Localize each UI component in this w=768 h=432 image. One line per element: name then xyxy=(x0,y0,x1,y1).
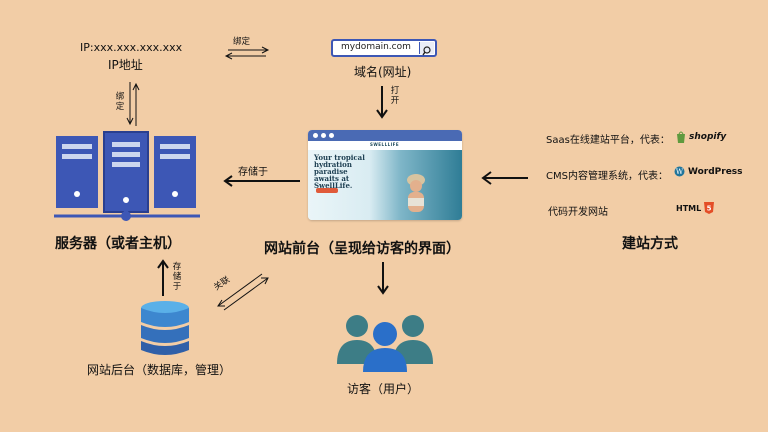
open-label: 打开 xyxy=(390,86,400,106)
html-wordmark: HTML xyxy=(676,203,702,213)
svg-text:5: 5 xyxy=(707,205,712,213)
relate-double-arrow xyxy=(217,273,269,311)
visitor-label: 访客（用户） xyxy=(347,382,420,396)
bind-double-arrow xyxy=(224,46,270,60)
method-code-text: 代码开发网站 xyxy=(548,207,608,218)
database-icon xyxy=(141,301,189,355)
shopify-bag-icon xyxy=(677,131,685,143)
domain-value: mydomain.com xyxy=(341,42,411,52)
store-left-label: 存储于 xyxy=(238,167,268,178)
svg-text:W: W xyxy=(676,168,684,176)
ip-address: IP:xxx.xxx.xxx.xxx xyxy=(80,41,183,54)
bind-vertical-arrow xyxy=(126,82,140,126)
visitor-group-icon xyxy=(337,315,433,372)
server-label: 服务器（或者主机） xyxy=(55,236,181,252)
method-saas-text: Saas在线建站平台，代表： xyxy=(546,135,670,146)
site-person-image xyxy=(407,174,425,212)
wordpress-w-icon: W xyxy=(674,166,685,177)
site-brand: SWELLLIFE xyxy=(370,142,400,147)
website-mockup: SWELLLIFE Your tropical hydration paradi… xyxy=(308,130,462,220)
store-bottom-label: 存储于 xyxy=(172,262,182,292)
wordpress-logo: W WordPress xyxy=(674,166,743,177)
methods-label: 建站方式 xyxy=(622,236,678,252)
shopify-logo: shopify xyxy=(676,131,726,143)
html5-logo: HTML 5 xyxy=(676,202,715,214)
server-icon xyxy=(54,131,200,221)
domain-search-box: mydomain.com xyxy=(331,39,437,57)
visit-arrow xyxy=(377,262,389,295)
wordpress-wordmark: WordPress xyxy=(688,166,743,177)
domain-label: 域名(网址) xyxy=(354,65,412,79)
site-hero-text: Your tropical hydration paradise awaits … xyxy=(314,153,365,190)
bind-top-label: 绑定 xyxy=(233,37,251,47)
frontend-label: 网站前台（呈现给访客的界面） xyxy=(264,241,460,257)
method-arrow xyxy=(481,171,528,185)
store-left-arrow xyxy=(223,175,300,187)
search-icon xyxy=(419,42,434,56)
shopify-wordmark: shopify xyxy=(689,132,727,142)
method-cms-text: CMS内容管理系统，代表： xyxy=(546,171,668,182)
bind-left-label: 绑定 xyxy=(115,92,125,112)
open-arrow xyxy=(376,86,388,119)
store-up-arrow xyxy=(157,259,169,296)
site-cta-button xyxy=(316,188,338,193)
html5-shield-icon: 5 xyxy=(704,202,715,214)
backend-label: 网站后台（数据库，管理） xyxy=(87,363,232,377)
site-hero-image xyxy=(308,150,462,220)
ip-label: IP地址 xyxy=(108,58,143,72)
